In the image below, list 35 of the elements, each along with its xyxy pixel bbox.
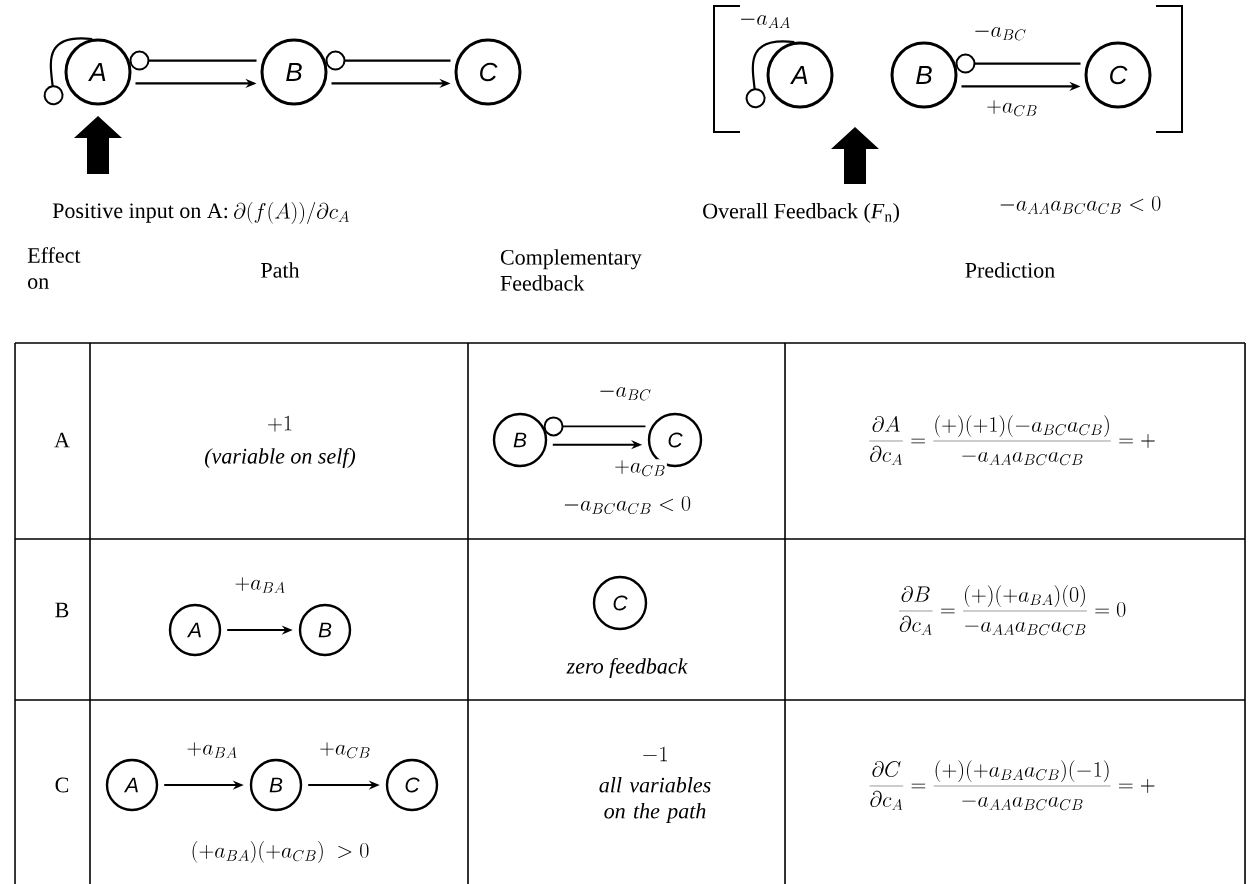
feedback-label: Overall Feedback (F$_{n}$) bbox=[703, 203, 899, 223]
edge-label: $+a_{BA}$ bbox=[185, 741, 239, 759]
connector bbox=[325, 50, 451, 71]
column-header: Complementary Feedback bbox=[500, 249, 642, 291]
column-header: Prediction bbox=[965, 262, 1055, 278]
row-header: C bbox=[55, 777, 69, 793]
edge-label: $+a_{CB}$ bbox=[985, 99, 1039, 117]
column-header: Effect on bbox=[27, 247, 81, 289]
feedback-formula: $-a_{AA}a_{BC}a_{CB} < 0$ bbox=[1000, 195, 1161, 215]
connector bbox=[43, 37, 93, 106]
feedback-note: zero feedback bbox=[566, 657, 688, 679]
input-formula: $\partial\big(f(A)\big)/\partial c_A$ bbox=[234, 202, 349, 224]
feedback-note: all variables on the path bbox=[599, 777, 711, 823]
connector bbox=[745, 40, 795, 109]
connector bbox=[129, 50, 257, 71]
path-note: (variable on self) bbox=[205, 447, 356, 469]
edge-label: $-a_{BC}$ bbox=[972, 22, 1028, 42]
path-value: $+1$ bbox=[268, 415, 292, 432]
path-formula: $(+a_{BA})(+a_{CB})\ > 0$ bbox=[192, 841, 369, 863]
input-label: Positive input on A: bbox=[52, 203, 228, 223]
edge-label: $-a_{BC}$ bbox=[597, 382, 653, 402]
prediction-formula: $\frac{\partial C}{\partial c_A} = \frac{(+)(+a_{BA}a_{CB})(-1)}{-a_{AA}a_{BC}a_{CB}} = +$ bbox=[869, 760, 1155, 811]
row-header: A bbox=[54, 432, 70, 448]
edge-label: $+a_{CB}$ bbox=[318, 741, 372, 759]
connector bbox=[955, 53, 1081, 74]
feedback-formula: $-a_{BC}a_{CB} < 0$ bbox=[564, 495, 691, 515]
connector bbox=[543, 416, 647, 437]
row-header: B bbox=[55, 602, 69, 618]
edge-label: $+a_{CB}$ bbox=[613, 459, 667, 477]
edge-label: $-a_{AA}$ bbox=[738, 10, 792, 30]
prediction-formula: $\frac{\partial A}{\partial c_A} = \frac{(+)(+1)(-a_{BC}a_{CB})}{-a_{AA}a_{BC}a_{CB}} = +$ bbox=[869, 415, 1155, 466]
prediction-formula: $\frac{\partial B}{\partial c_A} = \frac{(+)(+a_{BA})(0)}{-a_{AA}a_{BC}a_{CB}} = 0$ bbox=[898, 585, 1126, 636]
edge-label: $+a_{BA}$ bbox=[233, 576, 287, 594]
feedback-value: $-1$ bbox=[643, 746, 667, 762]
column-header: Path bbox=[261, 262, 300, 278]
